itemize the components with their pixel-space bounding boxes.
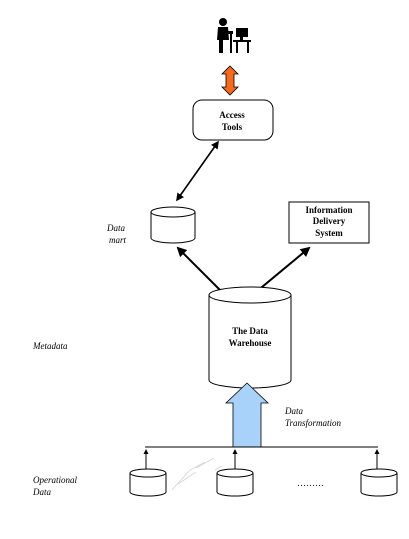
data-warehouse-cylinder xyxy=(208,286,292,389)
metadata-label: Metadata xyxy=(32,341,68,351)
operational-data-label-2: Data xyxy=(32,487,52,497)
access-tools-label-2: Tools xyxy=(222,122,243,132)
operational-source-cylinder-1 xyxy=(129,468,167,497)
operational-source-cylinder-2 xyxy=(216,468,254,497)
data-mart-label-2: mart xyxy=(109,235,127,245)
warehouse-label-2: Warehouse xyxy=(229,338,272,348)
access-tools-label-1: Access xyxy=(219,110,245,120)
info-delivery-label-2: Delivery xyxy=(313,216,346,226)
transformation-label-2: Transformation xyxy=(285,418,342,428)
warehouse-label-1: The Data xyxy=(232,326,268,336)
user-at-computer-icon xyxy=(217,18,251,53)
ellipsis-label: ……… xyxy=(297,478,324,488)
information-delivery-box xyxy=(288,201,370,244)
info-delivery-label-3: System xyxy=(315,228,343,238)
operational-data-label-1: Operational xyxy=(33,475,77,485)
data-mart-label-1: Data xyxy=(106,223,126,233)
info-delivery-label-1: Information xyxy=(306,205,353,215)
data-transformation-arrow xyxy=(225,382,269,448)
transformation-label-1: Data xyxy=(284,406,304,416)
access-tools-box xyxy=(192,99,274,141)
access-double-arrow xyxy=(221,65,239,96)
operational-source-cylinder-3 xyxy=(360,468,398,497)
data-mart-cylinder xyxy=(150,206,196,244)
faint-marks xyxy=(171,457,223,491)
access-datamart-arrow xyxy=(176,140,219,202)
